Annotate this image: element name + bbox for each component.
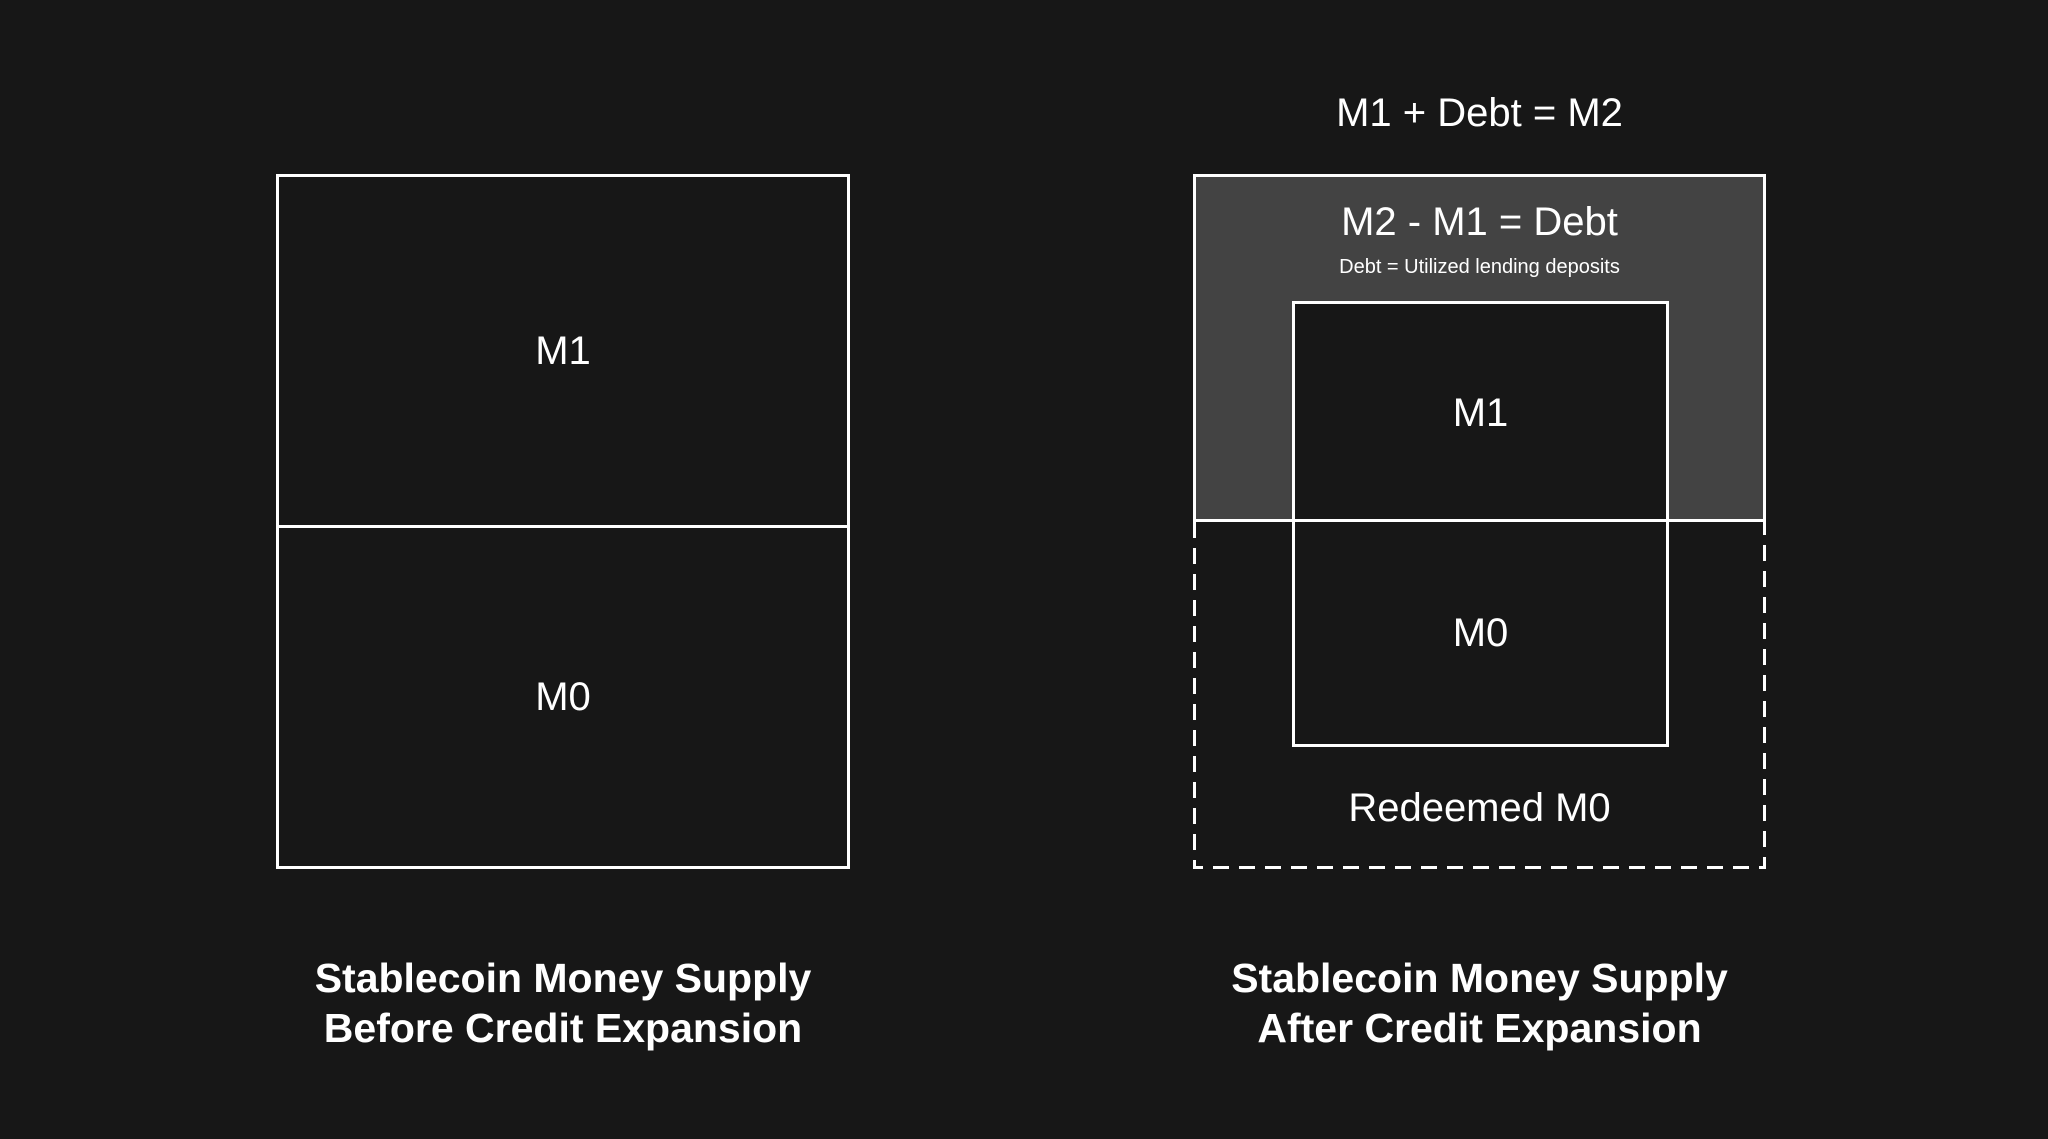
debt-heading: M2 - M1 = Debt — [1341, 199, 1618, 244]
after-caption: Stablecoin Money Supply After Credit Exp… — [1193, 953, 1766, 1053]
before-m0-region: M0 — [279, 528, 847, 866]
dashed-border — [1193, 522, 1766, 869]
after-m1-label: M1 — [1452, 390, 1509, 435]
after-m0-region: M0 — [1295, 522, 1666, 744]
after-divider-line — [1193, 519, 1766, 522]
after-caption-line1: Stablecoin Money Supply — [1231, 955, 1728, 1001]
after-equation-title: M1 + Debt = M2 — [1336, 90, 1623, 135]
after-inner-box: M1 M0 — [1292, 301, 1669, 747]
debt-subheading: Debt = Utilized lending deposits — [1339, 255, 1620, 278]
before-caption-line2: Before Credit Expansion — [323, 1005, 803, 1051]
after-m1-region: M1 — [1295, 304, 1666, 522]
after-caption-line2: After Credit Expansion — [1257, 1005, 1702, 1051]
before-m1-region: M1 — [279, 177, 847, 528]
before-m0-label: M0 — [535, 674, 591, 719]
before-m1-label: M1 — [535, 328, 591, 373]
redeemed-m0-region — [1193, 522, 1766, 869]
before-caption: Stablecoin Money Supply Before Credit Ex… — [276, 953, 850, 1053]
before-caption-line1: Stablecoin Money Supply — [314, 955, 812, 1001]
after-m0-label: M0 — [1452, 610, 1509, 655]
before-supply-box: M1 M0 — [276, 174, 850, 869]
redeemed-m0-label: Redeemed M0 — [1348, 785, 1611, 830]
